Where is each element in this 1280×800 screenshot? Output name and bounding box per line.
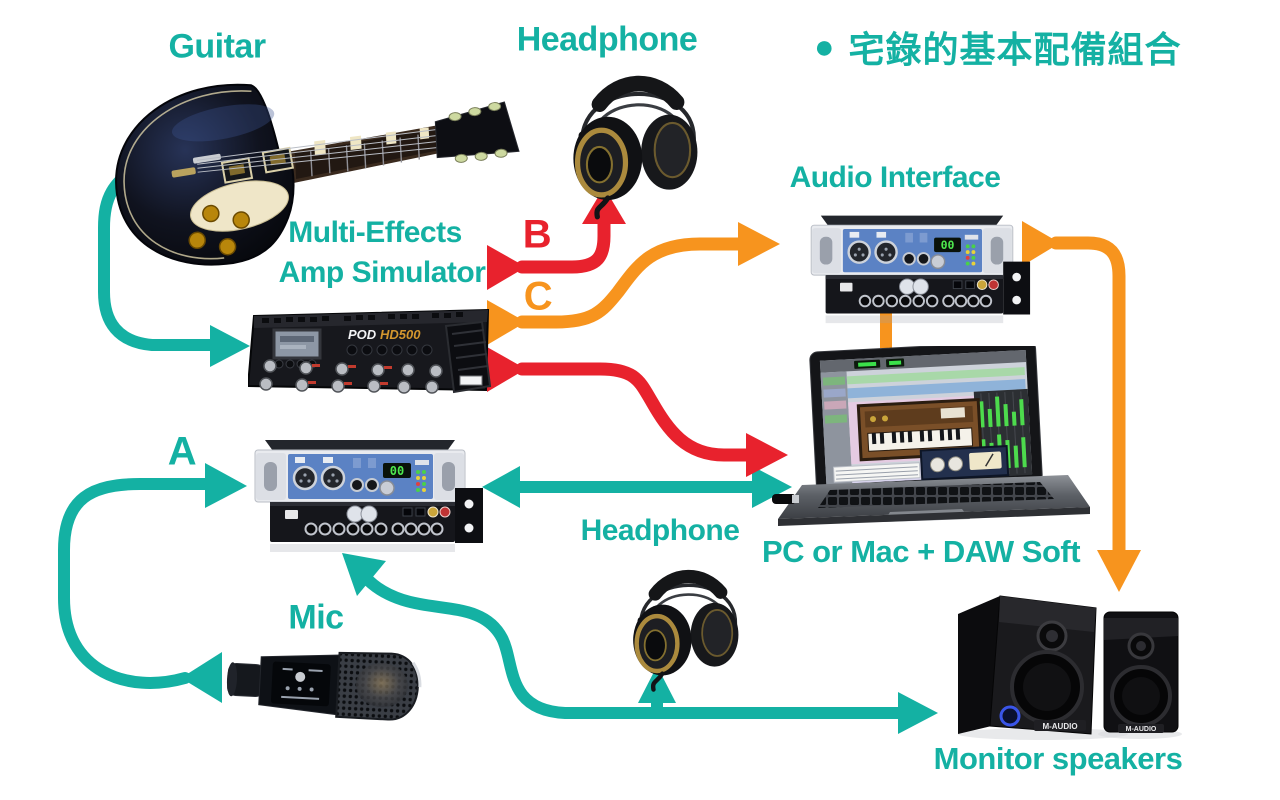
- monitor-speakers-image: M-AUDIO M-AUDIO: [948, 584, 1183, 742]
- tag-a-label: A: [167, 429, 197, 474]
- headphone-bottom-image: [612, 548, 764, 694]
- mic-label: Mic: [288, 598, 344, 637]
- computer-label: PC or Mac + DAW Soft: [761, 534, 1081, 569]
- audio-interface-a-image: [235, 430, 485, 555]
- cable-c-pod-to-interface: [487, 222, 780, 345]
- guitar-label: Guitar: [168, 27, 266, 66]
- tag-b-label: B: [522, 212, 552, 257]
- mic-image: [222, 632, 424, 734]
- audio-interface-image: [792, 206, 1032, 326]
- monitor-speakers-label: Monitor speakers: [933, 741, 1183, 776]
- guitar-image: [106, 66, 531, 281]
- svg-text:HD500: HD500: [380, 327, 421, 342]
- laptop-image: [772, 346, 1094, 536]
- svg-text:M-AUDIO: M-AUDIO: [1042, 722, 1077, 731]
- audio-interface-label: Audio Interface: [789, 161, 1001, 194]
- headphone-top-image: [548, 50, 728, 222]
- tag-c-label: C: [523, 274, 553, 319]
- cable-interface-to-monitors: [342, 553, 938, 734]
- headphone-top-label: Headphone: [516, 20, 698, 59]
- title-bullet-icon: ●: [814, 28, 835, 66]
- svg-text:POD: POD: [348, 327, 377, 342]
- amp-simulator-image: POD HD500: [248, 300, 492, 398]
- effects-label-line1: Multi-Effects: [288, 216, 462, 249]
- title-text: 宅錄的基本配備組合: [848, 29, 1182, 70]
- cable-interface-to-speakers: [1022, 221, 1141, 592]
- cable-mic-to-interface: [58, 463, 247, 703]
- cable-interface-laptop-bidirectional: [482, 466, 792, 508]
- effects-label-line2: Amp Simulator: [278, 256, 486, 289]
- diagram-title: ● 宅錄的基本配備組合: [814, 21, 1182, 73]
- cable-pod-to-laptop: [487, 347, 788, 477]
- svg-text:M-AUDIO: M-AUDIO: [1126, 726, 1157, 733]
- headphone-bottom-label: Headphone: [580, 514, 740, 547]
